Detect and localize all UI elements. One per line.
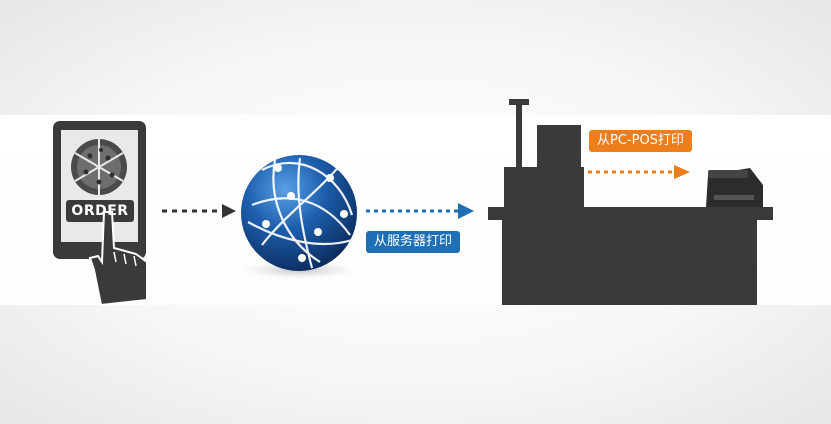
- order-button-label: ORDER: [71, 203, 129, 219]
- pos-terminal-icon: [488, 99, 773, 305]
- pizza-icon: [71, 139, 127, 195]
- receipt-printer-icon: [706, 168, 763, 207]
- arrow-tablet-to-cloud: [162, 204, 236, 218]
- server-print-label: 从服务器打印: [366, 231, 461, 253]
- arrow-pos-to-printer: [588, 165, 690, 179]
- globe-icon: [241, 155, 357, 279]
- arrow-cloud-to-pos: [366, 203, 474, 219]
- pc-pos-print-label: 从PC-POS打印: [589, 130, 692, 152]
- hand-pointer-icon: [88, 211, 148, 307]
